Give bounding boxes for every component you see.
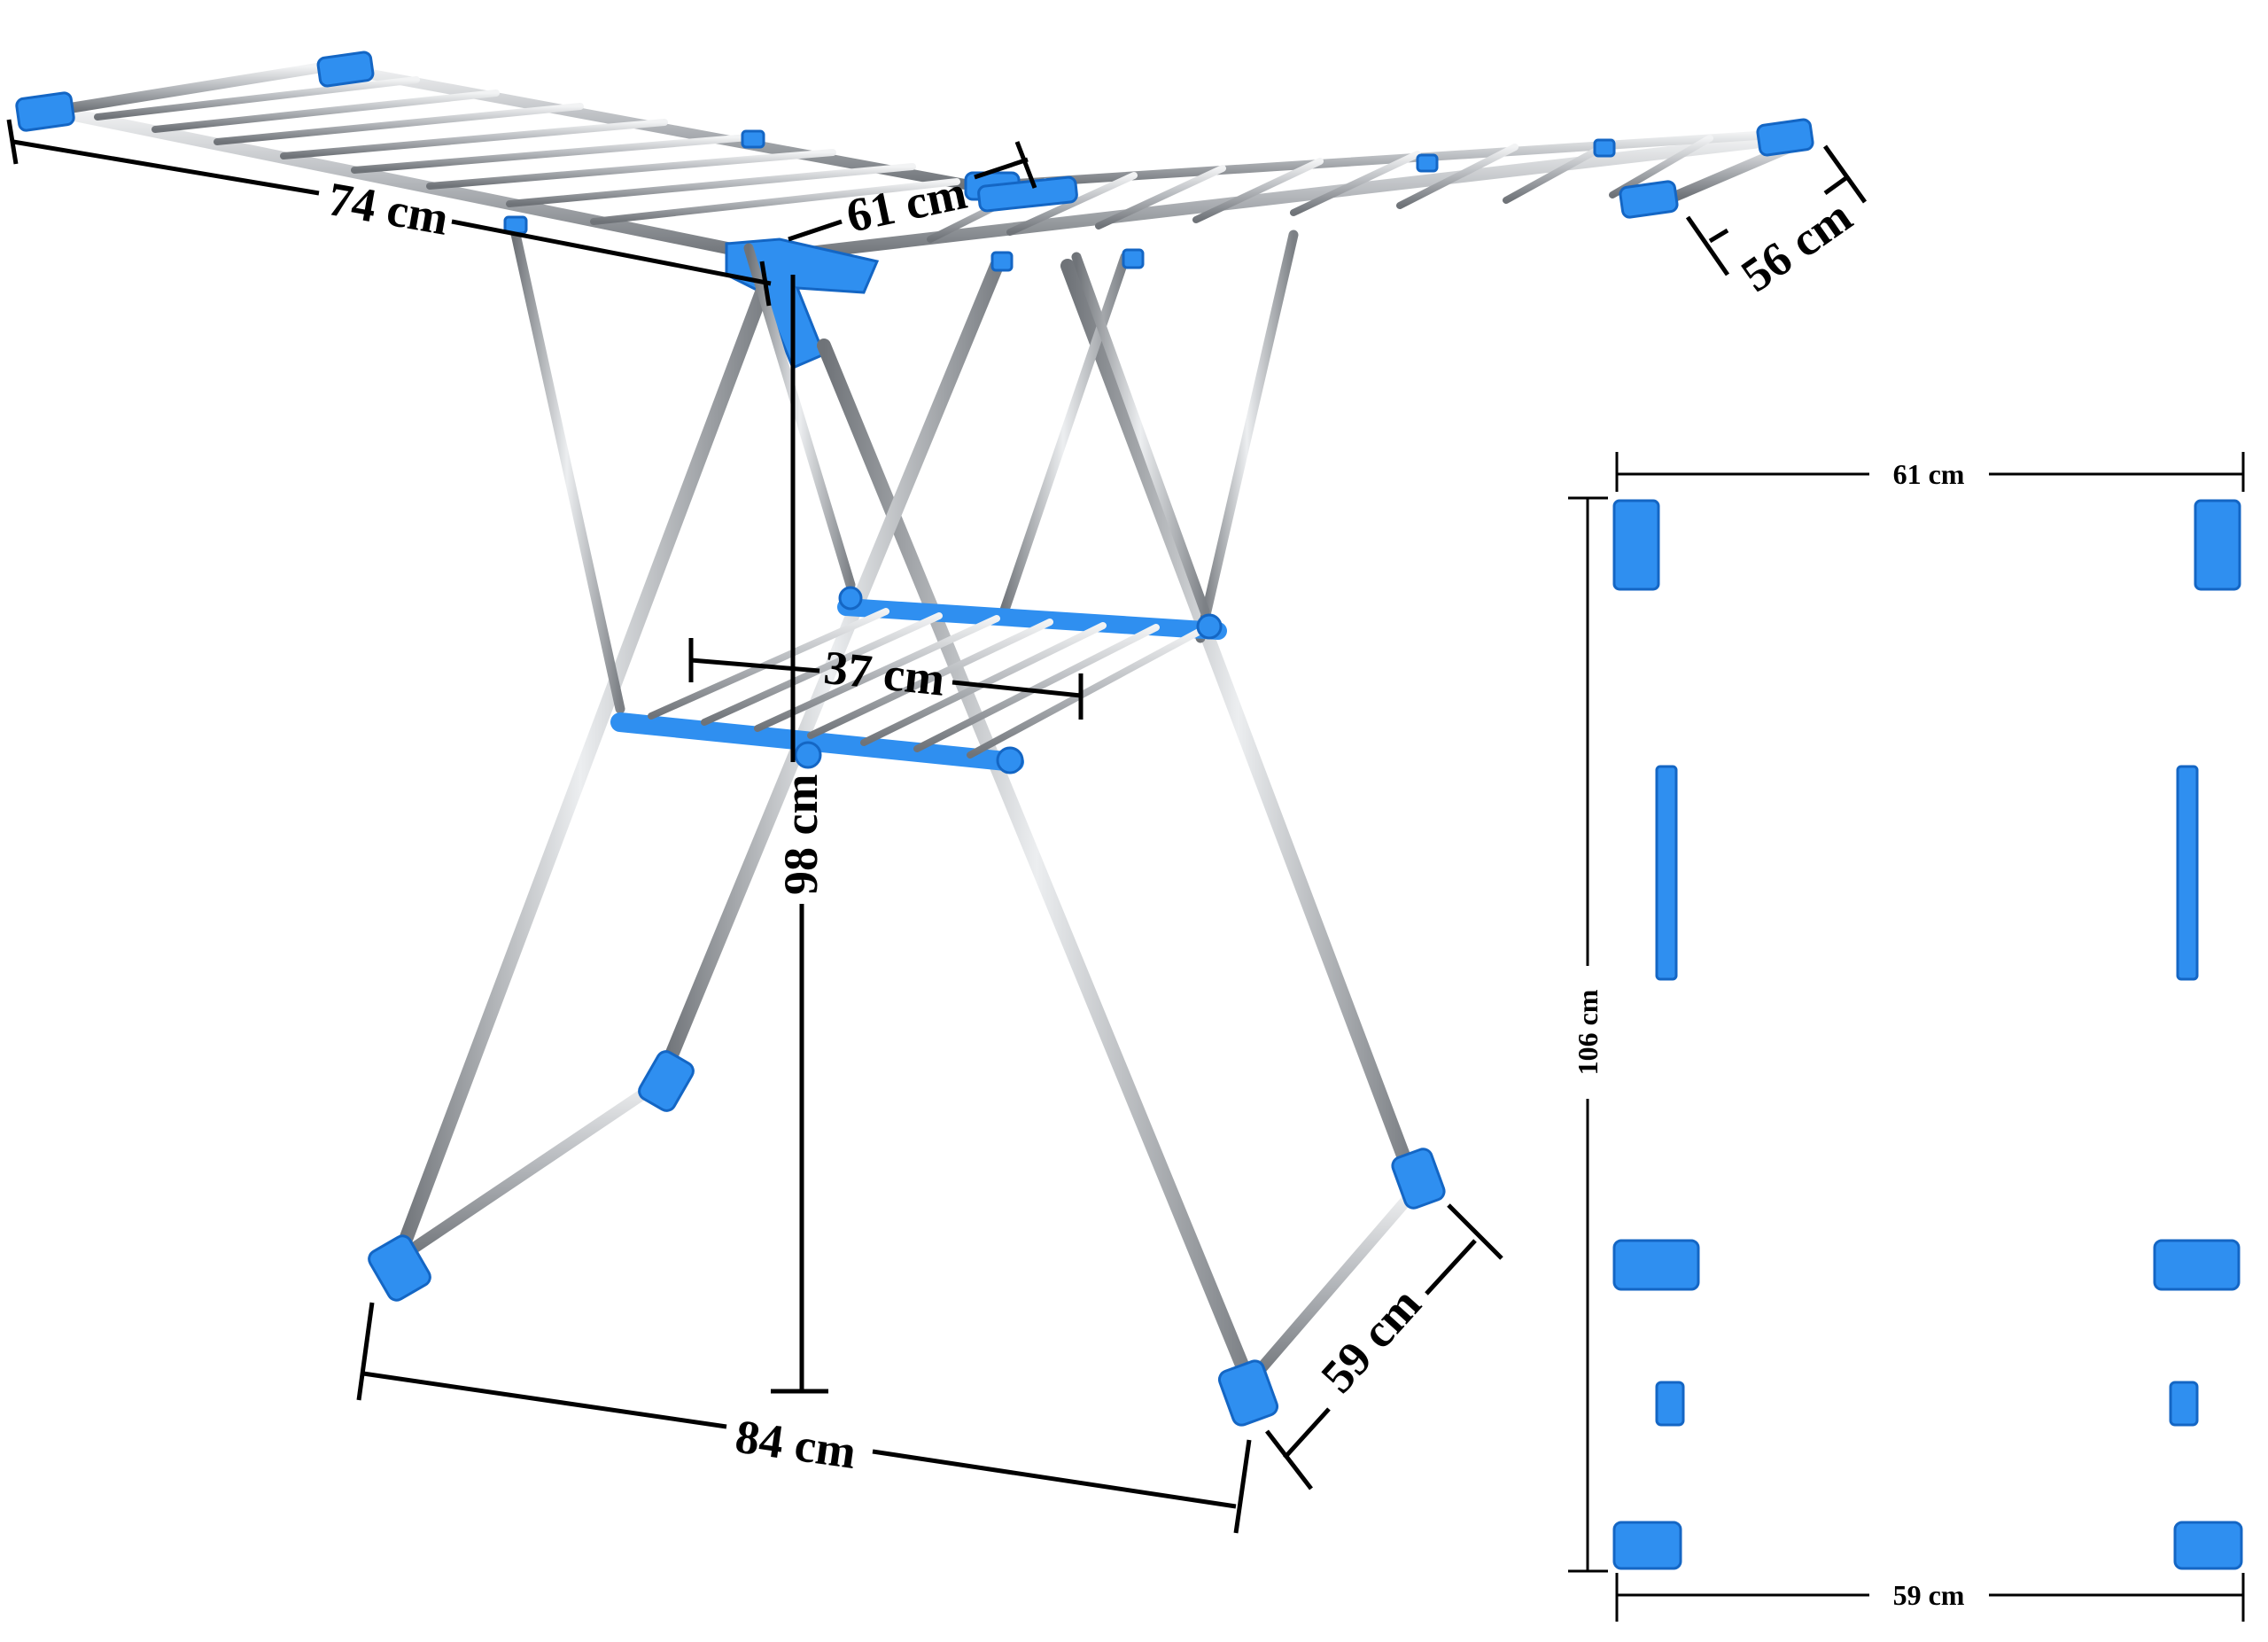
label-folded-106cm: 106 cm (1572, 989, 1604, 1075)
dimension-59cm-base: 59 cm (1265, 1203, 1503, 1490)
folded-cap-bottom-right (2173, 1521, 2243, 1570)
wing-clips (503, 129, 1616, 272)
folded-hinge-right (2176, 765, 2199, 981)
label-37cm: 37 cm (821, 641, 947, 706)
foot-cap-left-back (638, 1050, 695, 1112)
label-98cm: 98 cm (774, 774, 827, 895)
folded-cap-mid-right (2153, 1239, 2241, 1291)
dimension-folded-59cm: 59 cm (1615, 1573, 2245, 1622)
label-folded-59cm: 59 cm (1893, 1579, 1965, 1611)
left-wing-end-cap-back (316, 51, 375, 88)
open-rack-illustration (15, 51, 1814, 1427)
left-wing (15, 51, 980, 263)
rack-legs (392, 259, 1416, 1389)
right-wing-end-cap-back (1756, 118, 1814, 157)
right-wing-end-cap-front (1619, 180, 1679, 219)
folded-cap-top-left (1612, 499, 1660, 591)
dimension-37cm: 37 cm (688, 638, 1084, 720)
folded-cap-mid-left (1612, 1239, 1700, 1291)
dimension-56cm: 56 cm (1685, 144, 1868, 302)
label-56cm: 56 cm (1732, 190, 1861, 302)
folded-cap-bottom-left (1612, 1521, 1682, 1570)
folded-rack-illustration (1612, 499, 2243, 1570)
foot-cap-right-front (1217, 1359, 1279, 1427)
lower-shelf (610, 586, 1227, 774)
foot-cap-left-front (368, 1234, 431, 1302)
dimension-61cm-top: 61 cm (788, 141, 1037, 243)
dimension-folded-106cm: 106 cm (1568, 496, 1608, 1573)
label-84cm: 84 cm (733, 1410, 859, 1479)
folded-rails (1656, 518, 2198, 1552)
inner-legs (509, 221, 1299, 714)
label-folded-61cm: 61 cm (1893, 458, 1965, 490)
dimension-98cm: 98 cm (771, 275, 828, 1394)
left-wing-end-cap-front (15, 91, 75, 132)
folded-cap-top-right (2194, 499, 2241, 591)
folded-hinge-left (1655, 765, 1678, 981)
dimension-folded-61cm: 61 cm (1615, 452, 2245, 492)
left-wing-rails (94, 76, 960, 225)
base-bars (392, 1070, 1424, 1389)
foot-cap-right-back (1391, 1148, 1446, 1210)
